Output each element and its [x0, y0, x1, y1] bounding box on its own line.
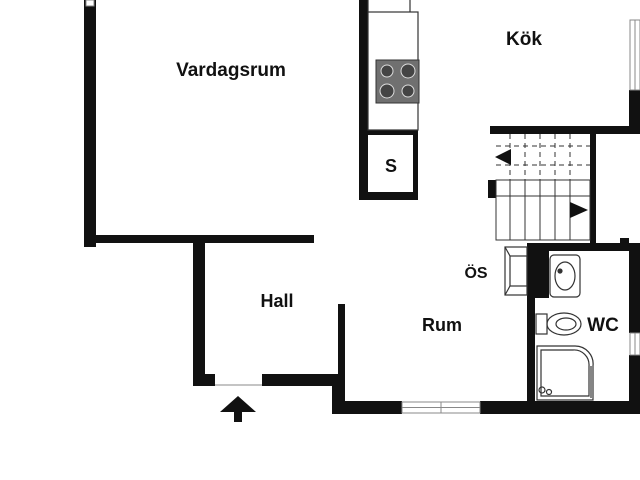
wall-closet-top — [365, 130, 418, 135]
walls — [84, 0, 640, 414]
stair-arrow-up-icon — [570, 202, 588, 218]
wall-stair-right — [590, 134, 596, 244]
stove-icon — [375, 59, 420, 104]
wall-living-left — [84, 0, 96, 247]
sink-icon — [549, 254, 581, 298]
wall-right-upper — [629, 90, 640, 130]
wall-wc-top — [527, 243, 640, 251]
wall-right-lower — [629, 243, 640, 333]
room-label-os: ÖS — [464, 263, 487, 282]
os-fixture — [504, 246, 528, 296]
duct-block — [527, 243, 549, 298]
wall-kitchen-bottom — [490, 126, 640, 134]
wall-closet-bottom — [359, 192, 418, 200]
wall-bottom-left — [332, 401, 402, 414]
entrance-arrow-icon — [220, 396, 256, 422]
room-label-s: S — [385, 156, 397, 176]
room-label-vardagsrum: Vardagsrum — [176, 60, 286, 81]
window-top-left — [85, 0, 95, 7]
room-label-hall: Hall — [260, 291, 293, 311]
windows — [85, 0, 640, 414]
room-label-kok: Kök — [506, 29, 542, 50]
wall-hall-bottom-left — [193, 374, 215, 386]
wall-stair-right-stub — [620, 238, 629, 246]
room-label-wc: WC — [587, 315, 619, 336]
wall-right-bottom — [629, 355, 640, 414]
wall-kitchen-left — [359, 0, 368, 200]
wall-hall-left — [193, 243, 205, 386]
wall-living-bottom — [84, 235, 314, 243]
toilet-icon — [535, 312, 582, 336]
wall-closet-right — [413, 130, 418, 200]
wall-hall-rum — [338, 304, 345, 386]
wall-wc-left — [527, 243, 535, 414]
stair-arrow-down-icon — [495, 149, 511, 165]
room-label-rum: Rum — [422, 315, 462, 335]
wall-stair-stub — [488, 180, 496, 198]
wall-bottom-right — [480, 401, 640, 414]
shower-icon — [536, 345, 594, 401]
wall-hall-bottom-right — [262, 374, 345, 386]
